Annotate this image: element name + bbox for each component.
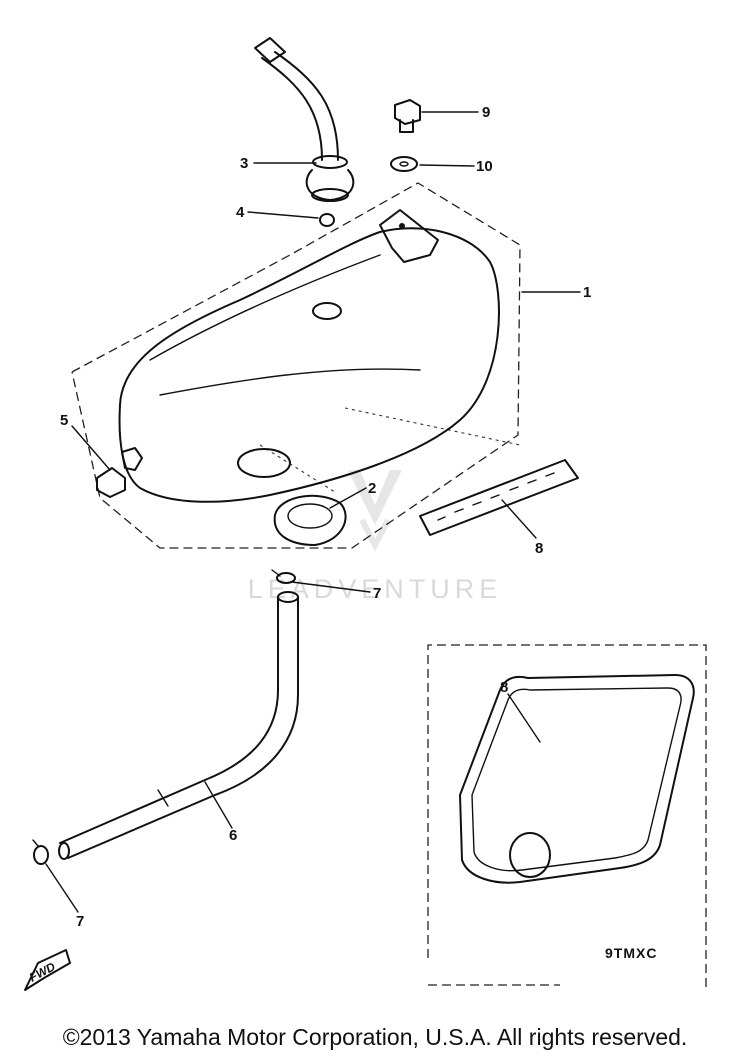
callout-8-emblem: 8 xyxy=(535,540,543,557)
fuel-tank xyxy=(118,209,500,503)
callouts: 1 2 3 4 5 6 7 7 8 8 9 10 xyxy=(60,104,591,930)
forward-label: FWD xyxy=(27,959,58,984)
hose-clamp-upper xyxy=(271,569,296,584)
callout-2: 2 xyxy=(368,480,376,497)
callout-8-inset: 8 xyxy=(500,679,508,696)
leader-lines xyxy=(45,111,581,913)
callout-7-lower: 7 xyxy=(76,913,84,930)
watermark: LEADVENTURE xyxy=(248,470,503,604)
inset-panel: 9TMXC xyxy=(427,644,707,992)
watermark-text: LEADVENTURE xyxy=(248,574,503,604)
fuel-cock-cap xyxy=(96,447,143,498)
copyright-footer: ©2013 Yamaha Motor Corporation, U.S.A. A… xyxy=(62,1024,688,1050)
callout-6: 6 xyxy=(229,827,237,844)
assembly-outline xyxy=(71,182,521,549)
grommet xyxy=(273,494,347,546)
bolt-and-washer xyxy=(390,99,421,172)
callout-4: 4 xyxy=(236,204,245,221)
side-cover xyxy=(459,674,695,884)
callout-3: 3 xyxy=(240,155,248,172)
forward-direction-mark: FWD xyxy=(24,949,71,991)
callout-9: 9 xyxy=(482,104,490,121)
callout-1: 1 xyxy=(583,284,591,301)
filler-tube xyxy=(254,37,355,227)
filler-o-ring xyxy=(319,213,335,227)
emblem-strip xyxy=(419,459,579,536)
callout-5: 5 xyxy=(60,412,68,429)
callout-7-upper: 7 xyxy=(373,585,381,602)
tank-mounting-bracket xyxy=(379,209,439,263)
inset-model-code: 9TMXC xyxy=(605,945,657,961)
callout-10: 10 xyxy=(476,158,493,175)
fuel-hose xyxy=(58,591,299,860)
hose-clamp-lower xyxy=(32,839,49,865)
